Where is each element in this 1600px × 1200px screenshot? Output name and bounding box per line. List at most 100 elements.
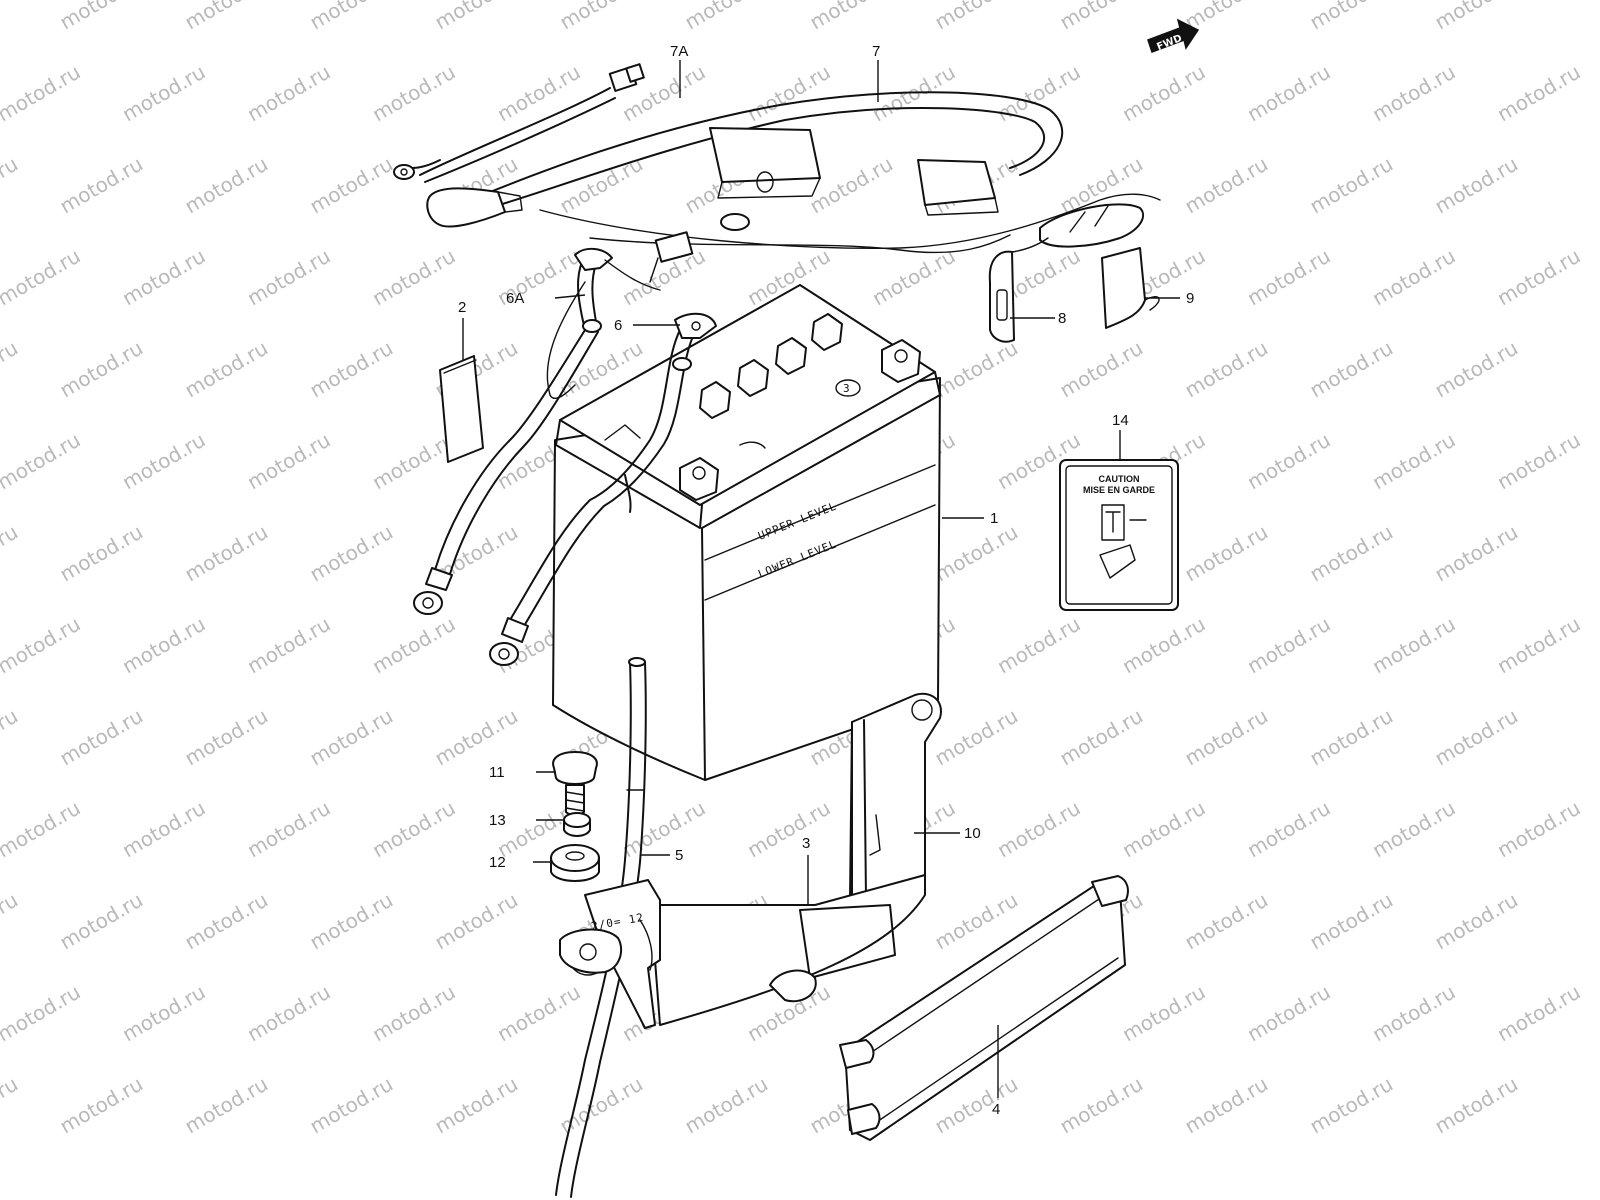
watermark-text: motod.ru	[0, 244, 84, 311]
watermark-text: motod.ru	[1368, 612, 1459, 679]
watermark-text: motod.ru	[1368, 796, 1459, 863]
watermark-text: motod.ru	[806, 0, 897, 34]
watermark-text: motod.ru	[0, 796, 84, 863]
watermark-text: motod.ru	[431, 704, 522, 771]
watermark-text: motod.ru	[118, 980, 209, 1047]
watermark-text: motod.ru	[1243, 428, 1334, 495]
watermark-text: motod.ru	[1431, 520, 1522, 587]
caution-decal: CAUTION MISE EN GARDE	[1059, 459, 1179, 611]
leader-lines	[462, 60, 1180, 1098]
watermark-text: motod.ru	[1243, 612, 1334, 679]
watermark-text: motod.ru	[306, 152, 397, 219]
callout-6a: 6A	[506, 290, 524, 307]
watermark-text: motod.ru	[368, 612, 459, 679]
watermark-text: motod.ru	[931, 704, 1022, 771]
watermark-text: motod.ru	[1431, 1072, 1522, 1139]
watermark-text: motod.ru	[993, 612, 1084, 679]
watermark-text: motod.ru	[1243, 796, 1334, 863]
battery-pad	[439, 355, 484, 463]
watermark-text: motod.ru	[118, 60, 209, 127]
watermark-text: motod.ru	[431, 0, 522, 34]
watermark-text: motod.ru	[1306, 888, 1397, 955]
watermark-text: motod.ru	[1368, 980, 1459, 1047]
watermark-text: motod.ru	[681, 0, 772, 34]
watermark-text: motod.ru	[1181, 152, 1272, 219]
watermark-text: motod.ru	[181, 336, 272, 403]
wiring-harness	[393, 63, 1161, 343]
watermark-text: motod.ru	[1368, 428, 1459, 495]
watermark-text: motod.ru	[1181, 888, 1272, 955]
grommet	[550, 844, 600, 882]
watermark-text: motod.ru	[1493, 612, 1584, 679]
watermark-text: motod.ru	[368, 60, 459, 127]
watermark-text: motod.ru	[56, 520, 147, 587]
watermark-text: motod.ru	[0, 60, 84, 127]
watermark-text: motod.ru	[118, 428, 209, 495]
watermark-text: motod.ru	[306, 0, 397, 34]
watermark-text: motod.ru	[0, 980, 84, 1047]
watermark-text: motod.ru	[56, 704, 147, 771]
watermark-text: motod.ru	[1493, 244, 1584, 311]
callout-1: 1	[990, 510, 998, 527]
watermark-text: motod.ru	[181, 520, 272, 587]
callout-4: 4	[992, 1101, 1000, 1118]
watermark-text: motod.ru	[0, 336, 22, 403]
watermark-text: motod.ru	[306, 888, 397, 955]
watermark-text: motod.ru	[1181, 520, 1272, 587]
watermark-text: motod.ru	[1431, 336, 1522, 403]
battery: UPPER LEVEL LOWER LEVEL 3	[552, 284, 941, 781]
watermark-text: motod.ru	[1306, 704, 1397, 771]
watermark-text: motod.ru	[306, 704, 397, 771]
watermark-text: motod.ru	[243, 60, 334, 127]
watermark-text: motod.ru	[368, 796, 459, 863]
watermark-text: motod.ru	[493, 60, 584, 127]
callout-10: 10	[964, 825, 981, 842]
callout-11: 11	[489, 764, 505, 781]
callout-6: 6	[614, 317, 622, 334]
watermark-text: motod.ru	[556, 0, 647, 34]
forward-arrow-icon: FWD	[1147, 18, 1200, 53]
callout-14: 14	[1112, 412, 1129, 429]
bolt	[552, 751, 598, 816]
callout-13: 13	[489, 812, 506, 829]
negative-battery-cable	[413, 231, 694, 615]
watermark-text: motod.ru	[0, 1072, 22, 1139]
watermark-text: motod.ru	[1181, 336, 1272, 403]
watermark-text: motod.ru	[1243, 980, 1334, 1047]
callout-labels: 1 2 3 4 5 6 6A 7 7A 8 9 10 11 12 13 14	[458, 43, 1194, 1118]
watermark-text: motod.ru	[1056, 1072, 1147, 1139]
watermark-text: motod.ru	[431, 888, 522, 955]
caution-pictogram	[1099, 504, 1147, 579]
positive-battery-cable	[489, 312, 717, 666]
watermark-text: motod.ru	[306, 336, 397, 403]
cell-mark: 3	[843, 382, 851, 395]
callout-2: 2	[458, 299, 466, 316]
watermark-text: motod.ru	[118, 796, 209, 863]
watermark-text: motod.ru	[181, 152, 272, 219]
watermark-text: motod.ru	[431, 1072, 522, 1139]
watermark-text: motod.ru	[1056, 336, 1147, 403]
watermark-text: motod.ru	[1243, 244, 1334, 311]
watermark-text: motod.ru	[1181, 1072, 1272, 1139]
watermark-text: motod.ru	[56, 888, 147, 955]
watermark-text: motod.ru	[118, 612, 209, 679]
watermark-text: motod.ru	[243, 980, 334, 1047]
watermark-text: motod.ru	[306, 1072, 397, 1139]
watermark-text: motod.ru	[681, 1072, 772, 1139]
watermark-text: motod.ru	[1056, 0, 1147, 34]
watermark-text: motod.ru	[618, 796, 709, 863]
watermark-text: motod.ru	[1118, 980, 1209, 1047]
watermark-text: motod.ru	[56, 1072, 147, 1139]
watermark-text: motod.ru	[1493, 428, 1584, 495]
watermark-text: motod.ru	[181, 0, 272, 34]
watermark-text: motod.ru	[0, 152, 22, 219]
caution-subtitle: MISE EN GARDE	[1083, 485, 1155, 495]
watermark-text: motod.ru	[181, 704, 272, 771]
watermark-text: motod.ru	[118, 244, 209, 311]
watermark-text: motod.ru	[1306, 520, 1397, 587]
watermark-text: motod.ru	[743, 796, 834, 863]
watermark-text: motod.ru	[1368, 244, 1459, 311]
watermark-text: motod.ru	[0, 888, 22, 955]
watermark-text: motod.ru	[493, 980, 584, 1047]
